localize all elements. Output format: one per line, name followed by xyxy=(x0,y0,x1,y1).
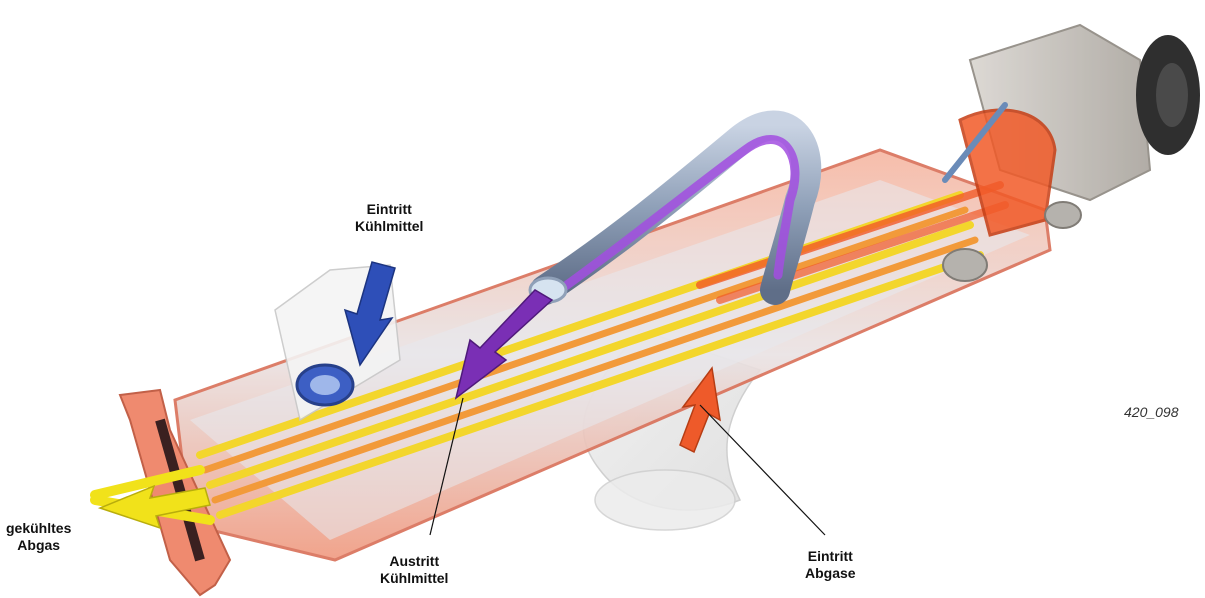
label-exhaust-inlet-line1: Eintritt xyxy=(805,548,856,565)
label-coolant-inlet-line2: Kühlmittel xyxy=(355,218,423,235)
label-coolant-outlet: Austritt Kühlmittel xyxy=(380,553,448,587)
label-coolant-inlet: Eintritt Kühlmittel xyxy=(355,201,423,235)
figure-id: 420_098 xyxy=(1124,404,1179,420)
label-exhaust-inlet: Eintritt Abgase xyxy=(805,548,856,582)
label-coolant-inlet-line1: Eintritt xyxy=(355,201,423,218)
label-cooled-exhaust-line2: Abgas xyxy=(6,537,71,554)
label-coolant-outlet-line2: Kühlmittel xyxy=(380,570,448,587)
label-cooled-exhaust: gekühltes Abgas xyxy=(6,520,71,554)
label-exhaust-inlet-line2: Abgase xyxy=(805,565,856,582)
label-cooled-exhaust-line1: gekühltes xyxy=(6,520,71,537)
label-coolant-outlet-line1: Austritt xyxy=(380,553,448,570)
